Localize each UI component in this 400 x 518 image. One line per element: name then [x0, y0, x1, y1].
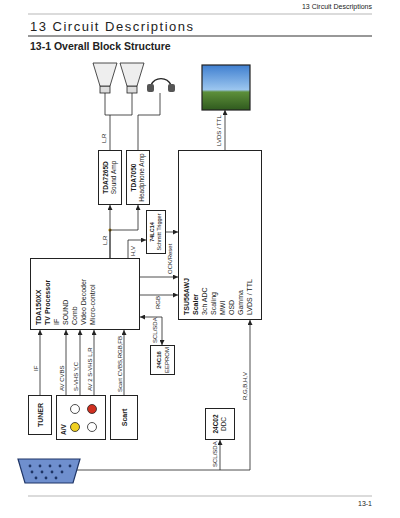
- speaker-symbol: [100, 86, 110, 93]
- processor-box: TDA150XXTV ProcessorIFSOUNDCombVideo Dec…: [30, 258, 140, 330]
- node-text: Gamma: [236, 290, 245, 315]
- node-text: Headphone Amp: [138, 153, 147, 201]
- node-text: 3ch ADC: [200, 287, 209, 315]
- signal-connector: [66, 330, 67, 395]
- node-text: OSD: [227, 300, 236, 315]
- header-rule: [28, 14, 372, 15]
- jack-symbol: [71, 405, 80, 414]
- signal-label: RGB: [155, 296, 162, 309]
- node-text: SOUND: [61, 300, 70, 325]
- speaker-wire: [105, 93, 132, 150]
- vga-pins: [29, 465, 72, 480]
- headphone-wire: [138, 93, 160, 150]
- signal-label: IF: [33, 366, 40, 371]
- node-heading: Scaler: [191, 294, 200, 315]
- node-text: LVDS / TTL: [245, 279, 254, 315]
- signal-label: SCL/SDA: [152, 317, 159, 343]
- page-number: 13-1: [358, 500, 372, 507]
- signal-connector: [124, 330, 125, 395]
- signal-connector: [80, 330, 81, 395]
- signal-connector: [140, 295, 178, 296]
- node-heading: TDA150XX: [34, 290, 43, 325]
- headphone-symbol: [147, 84, 154, 92]
- vga-connector: [18, 459, 80, 483]
- speaker-symbol: [120, 63, 144, 86]
- node-heading: TDA7265D: [102, 161, 111, 194]
- node-text: Video Decoder: [79, 279, 88, 325]
- signal-label: S-VHS Y,C: [73, 362, 80, 391]
- signal-label: L,R: [102, 236, 109, 245]
- node-heading: 24C02: [212, 414, 221, 433]
- page-title: 13 Circuit Descriptions: [30, 19, 195, 34]
- headphone-symbol: [168, 84, 175, 92]
- node-heading: Scart: [120, 409, 129, 427]
- node-text: IF: [52, 319, 61, 325]
- av-panel: A/V: [56, 395, 106, 440]
- signal-connector: [140, 317, 162, 345]
- node-heading: TV Processor: [43, 280, 52, 325]
- lvds-wire: [225, 110, 226, 150]
- signal-connector: [140, 277, 178, 278]
- section-heading: 13-1 Overall Block Structure: [30, 40, 171, 52]
- node-heading: TDA7050: [130, 164, 139, 192]
- jack-symbol: [88, 423, 97, 432]
- title-rule: [28, 35, 372, 36]
- node-text: MWI: [218, 301, 227, 315]
- signal-connector: [40, 330, 41, 395]
- amp-box: TDA7050Headphone Amp: [126, 150, 150, 205]
- node-text: Scaling: [209, 292, 218, 315]
- node-text: Sound Amp: [110, 161, 119, 195]
- display-panel: [202, 65, 250, 110]
- ddc-wire: [220, 440, 221, 470]
- signal-label: SCL/SDA: [212, 441, 218, 467]
- signal-label: H,V: [130, 246, 137, 256]
- node-text: Comb: [70, 306, 79, 325]
- eeprom-box: 24C02DDC: [205, 408, 235, 440]
- headphone-symbol: [151, 79, 171, 85]
- signal-connector: [94, 330, 95, 395]
- speaker-symbol: [93, 63, 117, 86]
- tuner-box: TUNER: [28, 395, 52, 435]
- speaker-symbol: [127, 86, 137, 93]
- signal-connector: [128, 240, 146, 258]
- eeprom-box: 24C16EEPROM: [150, 345, 175, 375]
- scart-box: Scart: [110, 395, 138, 440]
- node-text: Schmitt Trigger: [156, 214, 164, 251]
- signal-label: R,G,B,H,V: [242, 372, 248, 400]
- node-heading: 24C16: [155, 351, 163, 369]
- node-heading: A/V: [60, 424, 69, 435]
- page-header: 13 Circuit Descriptions: [302, 3, 372, 10]
- trigger-box: 74LC14Schmitt Trigger: [146, 210, 166, 254]
- signal-label: Scart CVBS,RGB,FB: [117, 336, 124, 392]
- signal-label: AV CVBS: [59, 365, 66, 391]
- node-text: Micro-control: [88, 285, 97, 325]
- signal-connector: [166, 232, 178, 233]
- node-heading: 74LC14: [149, 222, 157, 242]
- jack-symbol: [71, 423, 80, 432]
- scaler-box: TSU56AWJScaler3ch ADCScalingMWIOSDGammaL…: [178, 150, 262, 320]
- signal-connector: [110, 205, 138, 258]
- signal-label: L,R: [101, 134, 107, 143]
- node-heading: TUNER: [36, 403, 45, 427]
- footer-rule: [28, 496, 372, 497]
- block-diagram: L,R LVDS / TTL R,G,B,H,V SCL/SDA TDA7265DSou…: [10, 45, 265, 495]
- node-text: EEPROM: [163, 347, 171, 373]
- signal-label: AV 2 S-VHS L,R: [87, 347, 94, 391]
- node-text: DDC: [220, 417, 229, 431]
- signal-label: LVDS / TTL: [216, 115, 222, 146]
- amp-box: TDA7265DSound Amp: [98, 150, 122, 205]
- node-heading: TSU56AWJ: [182, 278, 191, 315]
- jack-symbol: [88, 405, 97, 414]
- signal-label: OCK/Reset: [167, 244, 174, 274]
